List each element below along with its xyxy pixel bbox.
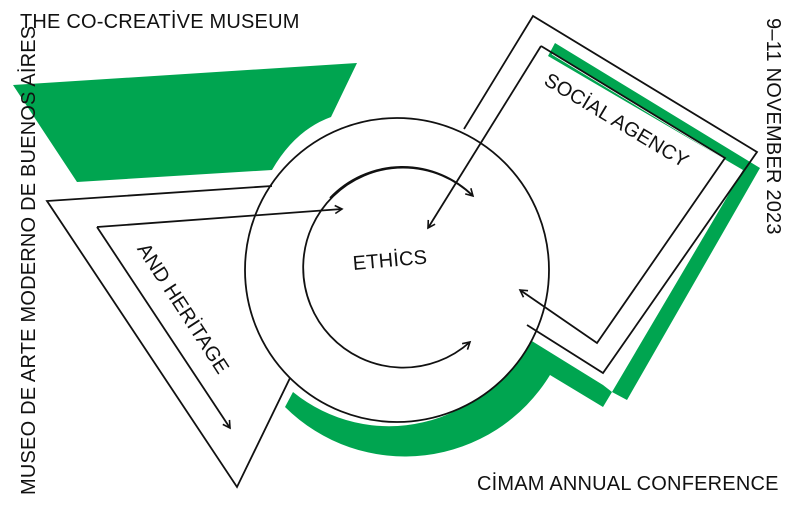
triangle-outline (45, 185, 291, 489)
event-text: CİMAM ANNUAL CONFERENCE (477, 473, 779, 495)
title-text: THE CO-CREATİVE MUSEUM (20, 11, 300, 33)
venue-text: MUSEO DE ARTE MODERNO DE BUENOS AİRES (18, 25, 40, 495)
green-crescent-shape (285, 338, 612, 457)
square-outline (463, 14, 759, 375)
dates-text: 9–11 NOVEMBER 2023 (762, 18, 784, 235)
green-trapezoid-shape (13, 63, 357, 182)
